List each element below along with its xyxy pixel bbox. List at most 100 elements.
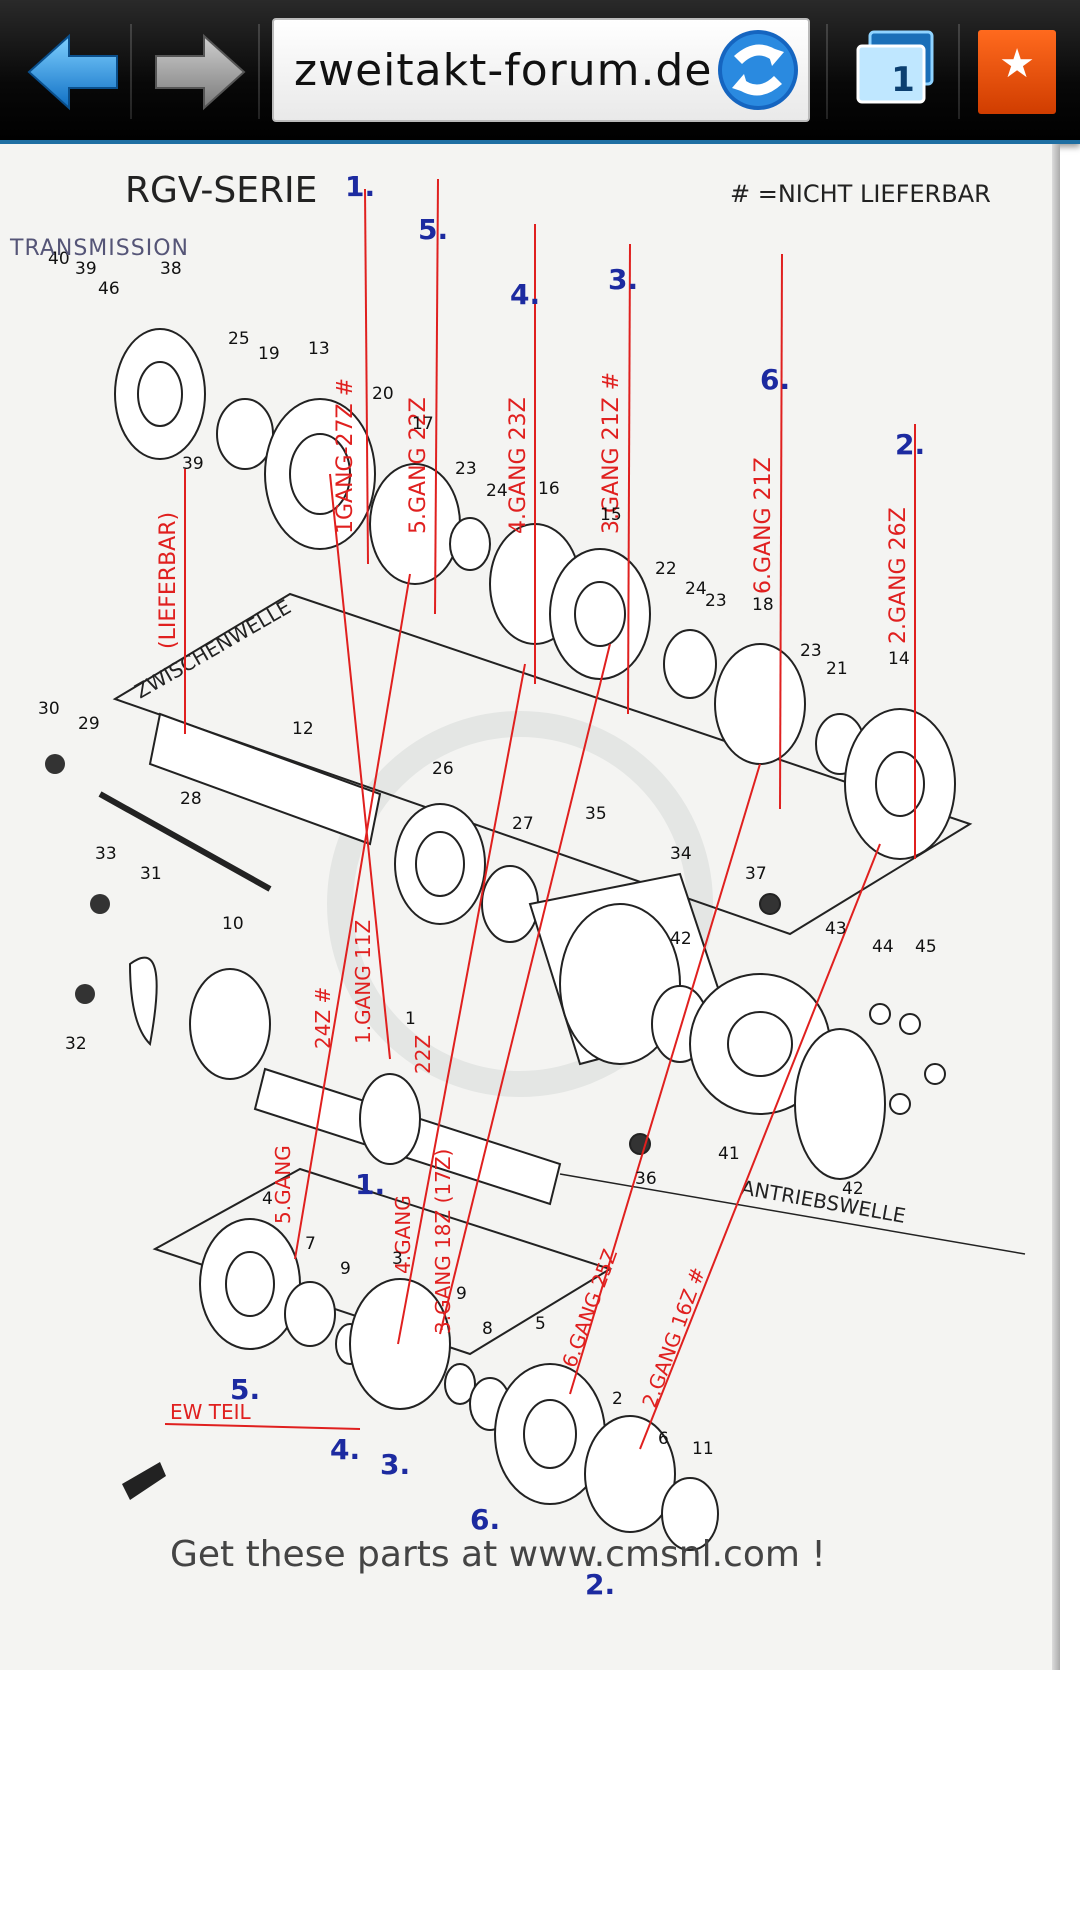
part-number: 23 <box>800 641 822 661</box>
part-number: 34 <box>670 844 692 864</box>
web-page-content: RGV-SERIE # =NICHT LIEFERBAR ZWISCHENWEL… <box>0 144 1060 1670</box>
lower-gear-train <box>199 1218 719 1551</box>
part-number: 11 <box>692 1439 714 1459</box>
part-number: 10 <box>222 914 244 934</box>
part-number: 21 <box>826 659 848 679</box>
favorite-button[interactable]: ★ <box>978 30 1056 114</box>
part-number: 4 <box>262 1189 273 1209</box>
gear-label-5: 5.GANG 22Z <box>406 397 431 534</box>
stopper-31 <box>128 956 158 1047</box>
bolt-37 <box>759 893 781 915</box>
forward-button[interactable] <box>145 22 255 122</box>
bearing-25 <box>216 398 274 470</box>
tab-count: 1 <box>891 60 915 100</box>
chain-43 <box>794 1028 886 1180</box>
label-ew-teil: EW TEIL <box>170 1400 252 1424</box>
part-number: 24 <box>685 579 707 599</box>
part-number: 9 <box>340 1259 351 1279</box>
parts-caption-link[interactable]: Get these parts at www.cmsnl.com ! <box>170 1534 826 1575</box>
gear-label-24z: 24Z # <box>311 987 335 1049</box>
part-number: 8 <box>482 1319 493 1339</box>
diagram-title: RGV-SERIE <box>125 170 317 211</box>
blue-num: 1. <box>345 170 375 203</box>
part-number: 46 <box>98 279 120 299</box>
part-number: 39 <box>75 259 97 279</box>
part-number: 23 <box>705 591 727 611</box>
bearing-10 <box>189 968 271 1080</box>
favorite-background <box>978 30 1056 114</box>
part-numbers: 40 39 46 38 25 19 13 20 17 23 24 16 15 2… <box>38 249 937 1459</box>
tabs-button[interactable]: 1 <box>840 22 950 122</box>
part-number: 42 <box>670 929 692 949</box>
countershaft <box>148 712 539 943</box>
part-number: 16 <box>538 479 560 499</box>
part-number: 40 <box>48 249 70 269</box>
gear-label-22z: 22Z <box>411 1035 435 1074</box>
label-lieferbar: (LIEFERBAR) <box>156 512 181 649</box>
upper-gear-labels: 1GANG-27Z # 5.GANG 22Z 4.GANG 23Z 3.GANG… <box>156 372 911 649</box>
part-number: 9 <box>456 1284 467 1304</box>
transmission-exploded-diagram: RGV-SERIE # =NICHT LIEFERBAR ZWISCHENWEL… <box>38 170 1026 1601</box>
gear-label-6: 6.GANG 21Z <box>751 457 776 594</box>
part-number: 23 <box>455 459 477 479</box>
address-bar[interactable]: zweitakt-forum.de <box>272 18 810 122</box>
part-number: 7 <box>305 1234 316 1254</box>
toolbar-separator <box>826 24 828 119</box>
part-number: 35 <box>585 804 607 824</box>
gear-label-4: 4.GANG 23Z <box>506 397 531 534</box>
gear-label-4gang: 4.GANG <box>391 1195 415 1274</box>
star-icon: ★ <box>999 41 1035 87</box>
part-number: 6 <box>658 1429 669 1449</box>
red-annotation-lines <box>164 178 916 1450</box>
part-number: 45 <box>915 937 937 957</box>
toolbar-separator <box>258 24 260 119</box>
bolt-32 <box>75 984 95 1004</box>
blue-num: 2. <box>585 1568 615 1601</box>
part-number: 28 <box>180 789 202 809</box>
washer-7 <box>284 1281 336 1347</box>
blue-num: 2. <box>895 428 925 461</box>
part-number: 33 <box>95 844 117 864</box>
browser-toolbar: zweitakt-forum.de 1 ★ <box>0 0 1080 144</box>
part-number: 3 <box>392 1249 403 1269</box>
part-number: 12 <box>292 719 314 739</box>
blue-num: 6. <box>760 363 790 396</box>
part-number: 32 <box>65 1034 87 1054</box>
section-label: TRANSMISSION <box>10 236 189 261</box>
gear-1 <box>359 1073 421 1165</box>
part-number: 36 <box>635 1169 657 1189</box>
part-number: 26 <box>432 759 454 779</box>
part-number: 13 <box>308 339 330 359</box>
part-number: 14 <box>888 649 910 669</box>
part-number: 15 <box>600 505 622 525</box>
upper-gear-train <box>114 328 956 860</box>
part-number: 31 <box>140 864 162 884</box>
gear-label-3gang: 3.GANG 18Z (17Z) <box>431 1149 455 1334</box>
part-number: 41 <box>718 1144 740 1164</box>
part-number: 27 <box>512 814 534 834</box>
part-number: 43 <box>825 919 847 939</box>
watermark-logo <box>327 711 713 1097</box>
front-direction-arrow-icon <box>122 1462 166 1500</box>
part-number: 5 <box>535 1314 546 1334</box>
rod-28 <box>98 791 272 892</box>
part-number: 17 <box>412 414 434 434</box>
part-number: 30 <box>38 699 60 719</box>
part-number: 38 <box>160 259 182 279</box>
washer-23 <box>449 517 491 571</box>
back-button[interactable] <box>18 22 128 122</box>
forward-arrow-icon <box>155 33 246 111</box>
drive-shaft <box>253 1067 562 1206</box>
gear-18 <box>714 643 806 765</box>
back-arrow-icon <box>27 33 118 111</box>
blue-num: 3. <box>608 263 638 296</box>
chain-links <box>869 1003 946 1115</box>
circlip-9b <box>444 1363 476 1405</box>
part-number: 29 <box>78 714 100 734</box>
gear-label-5gang: 5.GANG <box>271 1145 295 1224</box>
countershaft-plane <box>112 592 973 936</box>
diagram-legend: # =NICHT LIEFERBAR <box>730 180 991 208</box>
site-logo-icon <box>718 30 798 110</box>
gear-label-2gang: 2.GANG 16Z # <box>637 1264 710 1411</box>
blue-num: 1. <box>355 1168 385 1201</box>
